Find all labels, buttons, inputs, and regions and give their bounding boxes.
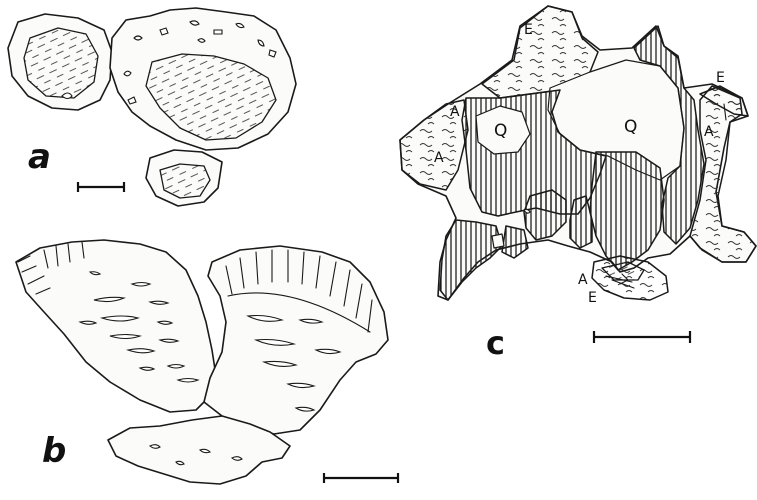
panel-c-letter: c [486,324,505,362]
panel-a-drawing [8,8,296,206]
mineral-label-e-bottom: E [588,290,597,306]
mineral-label-e-top: E [524,22,533,38]
panel-c-scale-bar [594,331,690,343]
mineral-label-a-bottom: A [578,272,588,288]
mineral-label-q-center: Q [624,117,637,137]
panel-c-drawing [400,6,756,300]
panel-a-letter: a [28,137,51,177]
panel-b-letter: b [42,431,66,471]
mineral-label-q-left: Q [494,121,507,141]
mineral-label-a-left: A [434,150,444,166]
mineral-label-a-right: A [704,124,714,140]
mineral-label-a-left-top: A [450,104,460,120]
panel-b-drawing [16,240,388,484]
mineral-label-e-right: E [716,70,725,86]
